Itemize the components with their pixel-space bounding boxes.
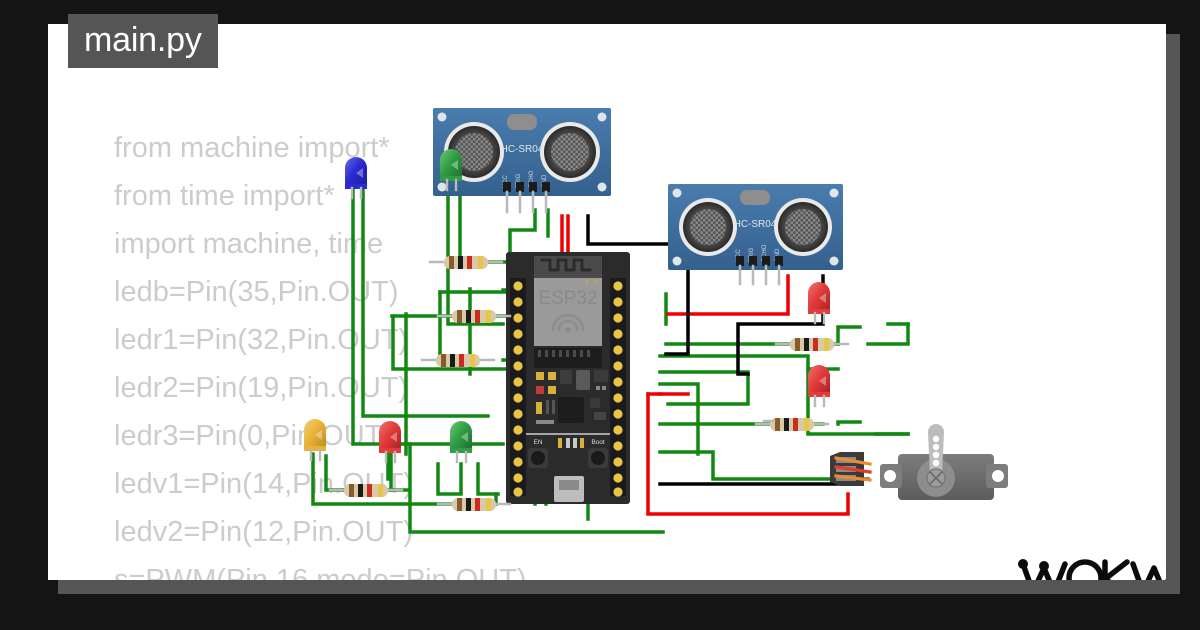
svg-text:ECHO: ECHO xyxy=(762,244,768,262)
svg-text:VCC: VCC xyxy=(736,249,742,262)
wokwi-logo xyxy=(1013,546,1166,580)
led-yellow[interactable] xyxy=(304,419,326,462)
resistor-3[interactable] xyxy=(420,354,496,367)
svg-text:TRIG: TRIG xyxy=(749,247,755,262)
esp32-label: ESP32 xyxy=(538,288,597,309)
file-tab[interactable]: main.py xyxy=(68,14,218,68)
resistor-5[interactable] xyxy=(436,498,512,511)
resistor-7[interactable] xyxy=(754,418,830,431)
svg-text:TRIG: TRIG xyxy=(516,173,522,188)
led-green-top[interactable] xyxy=(440,149,462,192)
led-red-left[interactable] xyxy=(379,421,401,464)
led-blue[interactable] xyxy=(345,157,367,200)
resistor-2[interactable] xyxy=(436,310,512,323)
hc-sr04-right-label: HC-SR04 xyxy=(734,219,777,230)
hc-sr04-top[interactable]: HC-SR04 VCC TRIG ECHO GND xyxy=(433,108,611,214)
hc-sr04-right[interactable]: HC-SR04 VCC TRIG ECHO GND xyxy=(668,184,843,286)
led-green-left[interactable] xyxy=(450,421,472,464)
hc-sr04-top-label: HC-SR04 xyxy=(501,144,544,155)
esp32-en-label: EN xyxy=(533,439,542,446)
diagram-canvas[interactable]: from machine import*from time import*imp… xyxy=(48,24,1166,580)
circuit-diagram[interactable]: HC-SR04 VCC TRIG ECHO GND xyxy=(48,24,1166,580)
svg-text:GND: GND xyxy=(542,174,548,188)
esp32-devkit[interactable]: ESP32 xyxy=(506,252,630,504)
resistor-4[interactable] xyxy=(328,484,404,497)
servo-motor[interactable] xyxy=(880,424,1008,500)
svg-text:VCC: VCC xyxy=(503,175,509,188)
led-red-right-2[interactable] xyxy=(808,365,830,408)
resistor-1[interactable] xyxy=(428,256,504,269)
servo-lead-wires xyxy=(834,456,872,482)
svg-text:ECHO: ECHO xyxy=(529,170,535,188)
svg-text:GND: GND xyxy=(775,248,781,262)
resistor-6[interactable] xyxy=(774,338,850,351)
esp32-boot-label: Boot xyxy=(591,439,605,446)
led-red-right-1[interactable] xyxy=(808,282,830,325)
